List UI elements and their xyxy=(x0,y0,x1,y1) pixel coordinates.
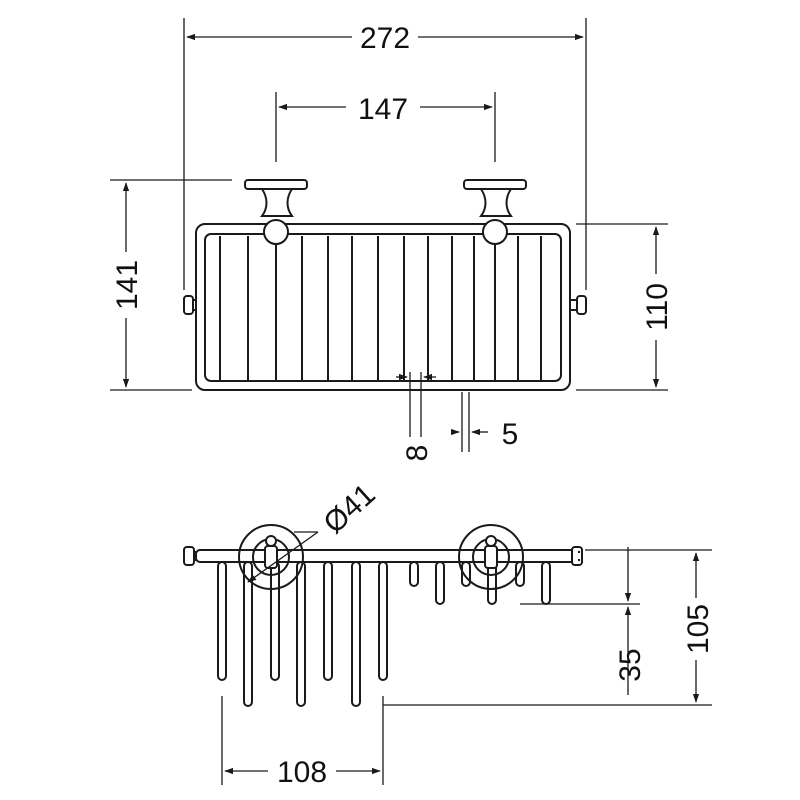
dim-label-105: 105 xyxy=(682,604,715,654)
dim-label-108: 108 xyxy=(277,756,327,789)
left-end-cap xyxy=(183,295,197,315)
left-rosette xyxy=(238,524,304,590)
basket-hanging-wires xyxy=(217,561,551,707)
dimension-wire-gap-8: 8 xyxy=(396,372,436,461)
basket-frame-outer xyxy=(195,223,571,391)
basket-wires xyxy=(219,236,542,380)
dimension-bracket-spacing: 147 xyxy=(275,92,496,162)
hanging-wire xyxy=(296,561,306,707)
dim-label-35: 35 xyxy=(614,648,647,681)
hanging-wire xyxy=(243,561,253,707)
dim-label-diameter-41: Ø41 xyxy=(318,478,382,540)
dimension-basket-height: 110 xyxy=(576,223,674,391)
basket-frame-inner xyxy=(204,233,562,382)
dim-label-110: 110 xyxy=(641,283,674,331)
hanging-wire xyxy=(409,561,419,587)
dim-label-141: 141 xyxy=(111,260,144,310)
dimension-overall-width: 272 xyxy=(183,18,587,290)
dimension-wire-gap-5: 5 xyxy=(450,392,519,452)
right-wall-bracket xyxy=(463,179,527,245)
dim-label-8: 8 xyxy=(401,445,434,462)
hanging-wire xyxy=(541,561,551,605)
left-wall-bracket xyxy=(244,179,308,245)
dim-label-272: 272 xyxy=(360,22,410,55)
dimension-overall-height: 141 xyxy=(110,179,232,391)
dimension-wall-clearance: 35 xyxy=(520,547,647,695)
hanging-wire xyxy=(270,561,280,681)
right-rosette xyxy=(458,524,524,590)
hanging-wire xyxy=(435,561,445,605)
dim-label-147: 147 xyxy=(358,93,408,126)
dimension-front-section-width: 108 xyxy=(221,696,384,789)
dim-label-5: 5 xyxy=(502,418,519,451)
right-end-cap xyxy=(570,295,587,315)
hanging-wire xyxy=(378,561,388,681)
hanging-wire xyxy=(217,561,227,681)
front-rail xyxy=(183,546,583,566)
front-view: 272 147 141 110 xyxy=(110,18,674,461)
hanging-wire xyxy=(323,561,333,681)
top-view: Ø41 105 35 108 xyxy=(183,478,715,789)
dimension-basket-depth: 105 xyxy=(383,549,715,706)
hanging-wire xyxy=(351,561,361,707)
